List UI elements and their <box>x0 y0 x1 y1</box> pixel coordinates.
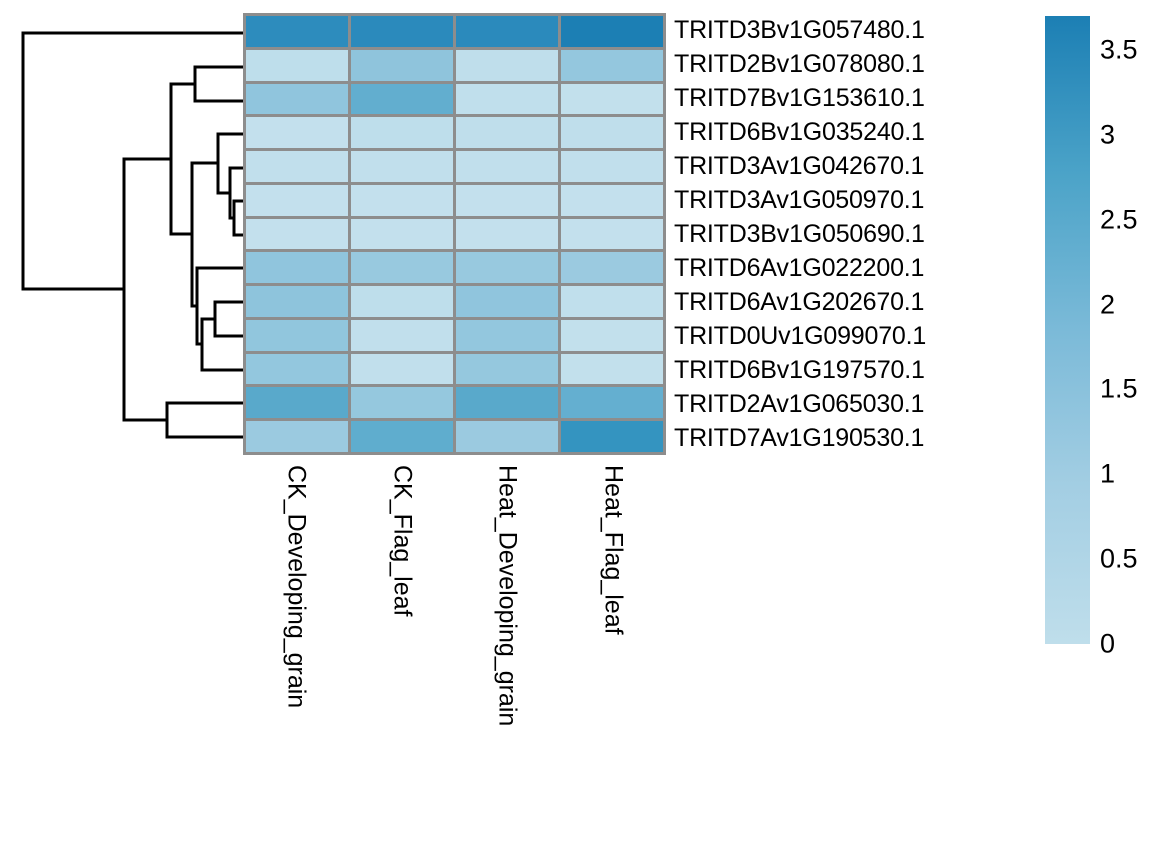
colorbar-tick-label: 0 <box>1100 628 1116 659</box>
heatmap-cell <box>456 151 558 182</box>
colorbar-gradient <box>1045 16 1090 644</box>
heatmap-cell <box>246 16 348 47</box>
row-label: TRITD0Uv1G099070.1 <box>674 321 927 350</box>
heatmap-cell <box>456 319 558 351</box>
heatmap-cell <box>456 252 558 284</box>
row-label: TRITD6Bv1G197570.1 <box>674 355 925 384</box>
colorbar-tick-label: 3.5 <box>1100 34 1138 65</box>
heatmap-cell <box>456 353 558 385</box>
heatmap-cell <box>351 184 453 216</box>
heatmap-cell <box>456 387 558 419</box>
heatmap-cell <box>561 49 663 81</box>
heatmap-cell <box>246 83 348 115</box>
heatmap-cell <box>456 117 558 149</box>
row-label: TRITD3Bv1G057480.1 <box>674 15 925 44</box>
heatmap-cell <box>456 286 558 317</box>
heatmap-cell <box>351 83 453 115</box>
colorbar-tick-label: 0.5 <box>1100 543 1138 574</box>
heatmap-cell <box>351 49 453 81</box>
heatmap-cell <box>246 319 348 351</box>
row-label: TRITD3Bv1G050690.1 <box>674 219 925 248</box>
heatmap-cell <box>351 353 453 385</box>
heatmap-cell <box>561 117 663 149</box>
column-label-slot: Heat_Flag_leaf <box>560 455 666 835</box>
heatmap-cell <box>246 184 348 216</box>
column-label-slot: CK_Flag_leaf <box>349 455 455 835</box>
row-label: TRITD7Av1G190530.1 <box>674 423 925 452</box>
heatmap-cell <box>246 218 348 250</box>
column-label-slot: CK_Developing_grain <box>243 455 349 835</box>
heatmap-cell <box>246 117 348 149</box>
column-label: Heat_Developing_grain <box>493 465 522 727</box>
heatmap-cell-grid <box>243 13 666 455</box>
heatmap-matrix <box>243 13 666 455</box>
colorbar-tick-label: 3 <box>1100 119 1116 150</box>
column-label: Heat_Flag_leaf <box>599 465 628 635</box>
heatmap-cell <box>456 184 558 216</box>
row-label: TRITD6Av1G022200.1 <box>674 253 925 282</box>
colorbar <box>1045 16 1090 644</box>
colorbar-tick-label: 2 <box>1100 289 1116 320</box>
heatmap-cell <box>246 286 348 317</box>
heatmap-cell <box>246 353 348 385</box>
row-label: TRITD2Bv1G078080.1 <box>674 49 925 78</box>
heatmap-cell <box>561 353 663 385</box>
heatmap-cell <box>246 252 348 284</box>
heatmap-cell <box>561 421 663 452</box>
colorbar-tick-label: 1 <box>1100 458 1116 489</box>
heatmap-cell <box>351 286 453 317</box>
heatmap-cell <box>351 252 453 284</box>
colorbar-tick-label: 1.5 <box>1100 373 1138 404</box>
column-label: CK_Developing_grain <box>282 465 311 709</box>
heatmap-cell <box>561 286 663 317</box>
heatmap-cell <box>561 184 663 216</box>
heatmap-cell <box>351 218 453 250</box>
heatmap-cell <box>246 151 348 182</box>
column-label-list: CK_Developing_grain CK_Flag_leaf Heat_Deve… <box>243 455 666 835</box>
heatmap-cell <box>351 151 453 182</box>
heatmap-cell <box>561 319 663 351</box>
row-label: TRITD6Bv1G035240.1 <box>674 117 925 146</box>
row-label: TRITD6Av1G202670.1 <box>674 287 925 316</box>
heatmap-cell <box>456 83 558 115</box>
heatmap-cell <box>351 117 453 149</box>
row-dendrogram <box>21 31 243 439</box>
heatmap-cell <box>246 49 348 81</box>
heatmap-cell <box>561 387 663 419</box>
row-label: TRITD7Bv1G153610.1 <box>674 83 925 112</box>
heatmap-cell <box>561 83 663 115</box>
heatmap-cell <box>456 421 558 452</box>
heatmap-cell <box>561 151 663 182</box>
heatmap-cell <box>351 421 453 452</box>
heatmap-cell <box>456 49 558 81</box>
heatmap-cell <box>246 421 348 452</box>
heatmap-cell <box>561 16 663 47</box>
column-label-slot: Heat_Developing_grain <box>455 455 561 835</box>
row-label: TRITD2Av1G065030.1 <box>674 389 925 418</box>
row-label: TRITD3Av1G050970.1 <box>674 185 925 214</box>
heatmap-cell <box>561 252 663 284</box>
heatmap-cell <box>351 16 453 47</box>
heatmap-cell <box>351 387 453 419</box>
heatmap-cell <box>351 319 453 351</box>
column-label: CK_Flag_leaf <box>388 465 417 617</box>
colorbar-tick-label: 2.5 <box>1100 204 1138 235</box>
heatmap-cell <box>456 16 558 47</box>
heatmap-cell <box>456 218 558 250</box>
row-label: TRITD3Av1G042670.1 <box>674 151 925 180</box>
heatmap-cell <box>246 387 348 419</box>
heatmap-cell <box>561 218 663 250</box>
colorbar-tick-labels: 0 0.5 1 1.5 2 2.5 3 3.5 <box>1100 0 1172 680</box>
